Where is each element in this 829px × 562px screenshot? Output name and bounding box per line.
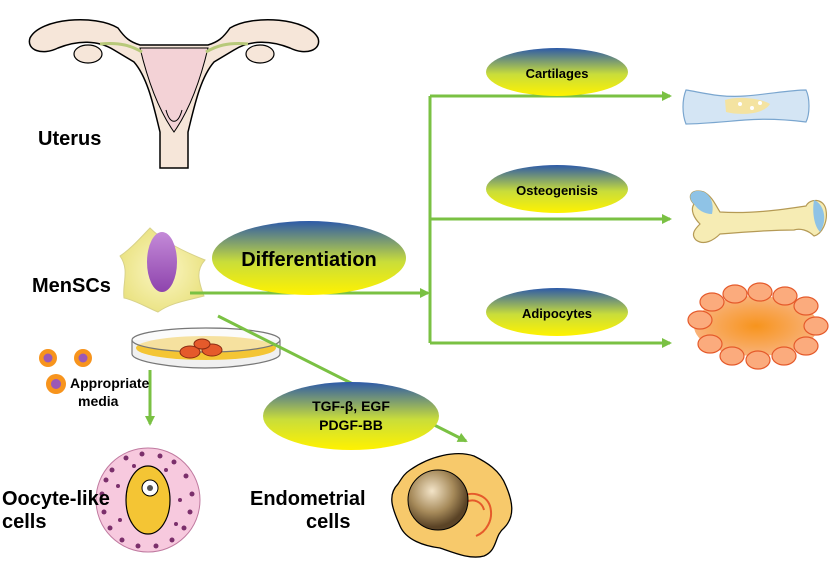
factors-label-line2: PDGF-BB (319, 417, 383, 433)
appropriate-label-line2: media (78, 393, 119, 409)
bone-illustration (689, 190, 827, 244)
osteogenisis-label: Osteogenisis (516, 183, 598, 198)
factors-label-line1: TGF-β, EGF (312, 398, 390, 414)
endometrial-label-line1: Endometrial (250, 488, 366, 510)
cartilages-label: Cartilages (526, 66, 589, 81)
appropriate-label-line1: Appropriate (70, 375, 150, 391)
oval-differentiation: Differentiation (212, 221, 406, 295)
endometrial-label-line2: cells (306, 511, 350, 533)
adipocytes-label: Adipocytes (522, 306, 592, 321)
cartilage-illustration (682, 89, 810, 125)
oval-cartilages: Cartilages (486, 48, 628, 96)
endometrial-illustration (391, 453, 513, 558)
oocyte-label-line1: Oocyte-like (2, 488, 110, 510)
media-cells (39, 349, 92, 394)
uterus-illustration (28, 19, 320, 169)
adipocyte-illustration (687, 282, 829, 370)
mensc-label: MenSCs (32, 275, 111, 297)
oval-osteogenisis: Osteogenisis (486, 165, 628, 213)
oval-growth-factors: TGF-β, EGF PDGF-BB (263, 382, 439, 450)
oval-adipocytes: Adipocytes (486, 288, 628, 336)
oocyte-label-line2: cells (2, 511, 46, 533)
oocyte-illustration (95, 447, 201, 553)
mensc-cell (119, 227, 206, 313)
uterus-label: Uterus (38, 128, 101, 150)
petri-dish (131, 327, 281, 369)
differentiation-label: Differentiation (241, 249, 377, 271)
